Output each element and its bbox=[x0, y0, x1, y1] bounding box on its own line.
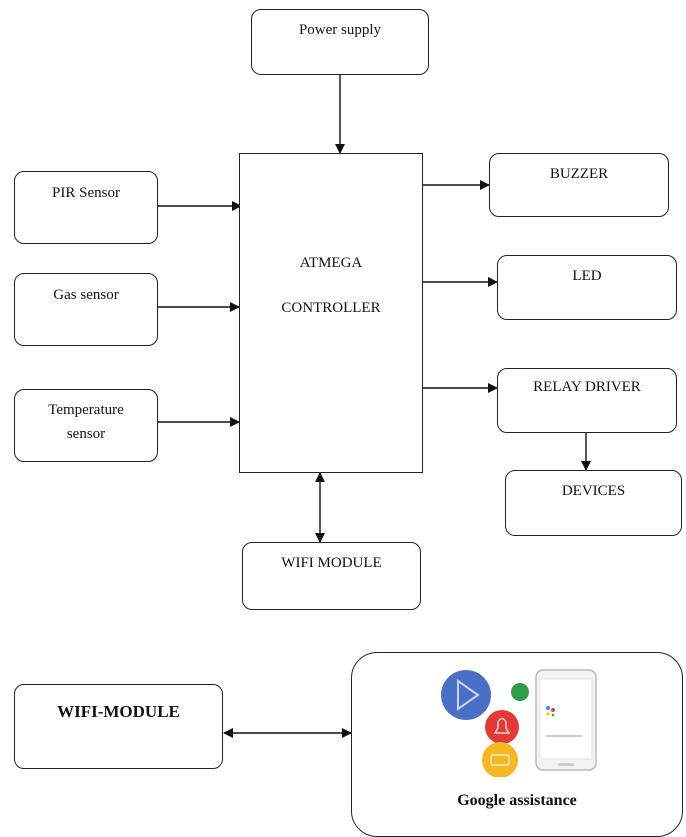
power-supply-label: Power supply bbox=[298, 22, 382, 38]
ticket-icon bbox=[482, 742, 518, 777]
led-box: LED bbox=[497, 255, 677, 320]
pir-sensor-label: PIR Sensor bbox=[52, 185, 120, 201]
devices-box: DEVICES bbox=[505, 470, 682, 536]
gas-sensor-label: Gas sensor bbox=[53, 287, 119, 303]
play-icon bbox=[441, 670, 491, 720]
power-supply-box: Power supply bbox=[251, 9, 429, 75]
gas-sensor-box: Gas sensor bbox=[14, 273, 158, 346]
controller-label-line2: CONTROLLER bbox=[281, 300, 381, 316]
temperature-sensor-label-line2: sensor bbox=[66, 426, 106, 442]
wifi-module-box: WIFI MODULE bbox=[242, 542, 421, 610]
controller-box: ATMEGA CONTROLLER bbox=[239, 153, 423, 473]
buzzer-box: BUZZER bbox=[489, 153, 669, 217]
devices-label: DEVICES bbox=[561, 483, 626, 499]
wifi-module-bottom-box: WIFI-MODULE bbox=[14, 684, 223, 769]
controller-label-line1: ATMEGA bbox=[299, 255, 363, 271]
google-assistant-illustration bbox=[441, 669, 597, 777]
led-label: LED bbox=[572, 268, 602, 284]
pir-sensor-box: PIR Sensor bbox=[14, 171, 158, 244]
phone-icon bbox=[535, 669, 597, 771]
relay-driver-box: RELAY DRIVER bbox=[497, 368, 677, 433]
buzzer-label: BUZZER bbox=[549, 166, 609, 182]
google-assistant-label: Google assistance bbox=[457, 792, 577, 809]
bell-icon bbox=[485, 710, 519, 744]
green-dot-icon bbox=[511, 683, 529, 701]
relay-driver-label: RELAY DRIVER bbox=[533, 379, 641, 395]
wifi-module-bottom-label: WIFI-MODULE bbox=[57, 702, 180, 721]
temperature-sensor-label-line1: Temperature bbox=[48, 402, 124, 418]
temperature-sensor-box: Temperature sensor bbox=[14, 389, 158, 462]
google-assistant-box: Google assistance bbox=[351, 652, 683, 837]
wifi-module-label: WIFI MODULE bbox=[281, 555, 382, 571]
